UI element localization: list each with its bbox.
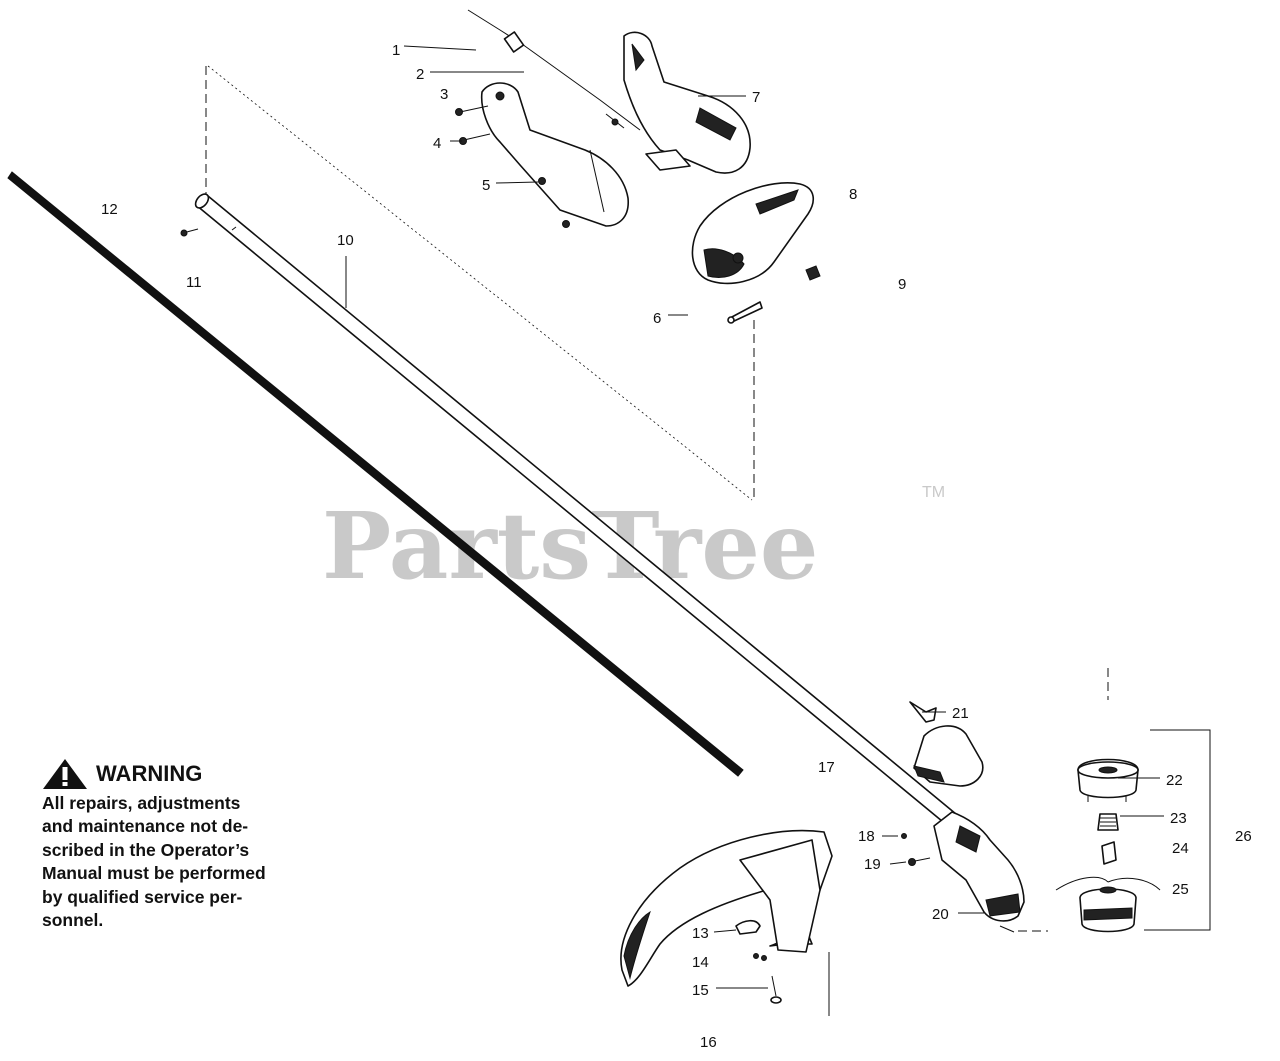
leader-lines	[345, 45, 1164, 989]
warning-heading: WARNING	[42, 758, 314, 790]
callout-11: 11	[186, 274, 202, 291]
warning-line: All repairs, adjustments	[42, 793, 241, 813]
wing-nut-handle	[805, 265, 821, 281]
callout-6: 6	[653, 310, 661, 327]
warning-line: by qualified service per-	[42, 886, 243, 907]
callout-15: 15	[692, 982, 709, 999]
callout-23: 23	[1170, 810, 1187, 827]
callout-12: 12	[101, 201, 118, 218]
callout-14: 14	[692, 954, 709, 971]
warning-body: All repairs, adjustments and maintenance…	[42, 792, 314, 932]
callout-21: 21	[952, 705, 969, 722]
callout-19: 19	[864, 856, 881, 873]
callout-7: 7	[752, 89, 760, 106]
callout-2: 2	[416, 66, 424, 83]
warning-line: and maintenance not de-	[42, 816, 249, 837]
warning-line: Manual must be performed	[42, 863, 266, 884]
callout-13: 13	[692, 925, 709, 942]
callout-16: 16	[700, 1034, 717, 1051]
warning-notice: WARNING All repairs, adjustments and mai…	[42, 758, 314, 932]
warning-triangle-icon	[43, 759, 87, 789]
callout-3: 3	[440, 86, 448, 103]
callout-4: 4	[433, 135, 441, 152]
shield-hardware	[735, 919, 782, 1004]
gear-head-screws	[901, 833, 931, 866]
gear-head	[933, 811, 1025, 933]
trimmer-head-spring	[1097, 813, 1119, 831]
trimmer-head-cap	[1077, 758, 1139, 802]
handle-knob-housing	[691, 182, 815, 285]
callout-20: 20	[932, 906, 949, 923]
callout-labels: 1 2 3 4 5 6 7 8 9 10 11 12 13 14 15 16 1…	[101, 42, 1252, 1051]
callout-8: 8	[849, 186, 857, 203]
main-tube	[194, 193, 957, 827]
warning-title: WARNING	[96, 761, 203, 786]
callout-9: 9	[898, 276, 906, 293]
tube-bolt	[180, 228, 199, 237]
callout-18: 18	[858, 828, 875, 845]
callout-26: 26	[1235, 828, 1252, 845]
callout-10: 10	[337, 232, 354, 249]
callout-22: 22	[1166, 772, 1183, 789]
assembly-bracket	[1144, 729, 1211, 931]
callout-1: 1	[392, 42, 400, 59]
trimmer-head-spool	[1055, 876, 1161, 933]
trimmer-shield	[620, 829, 833, 987]
handle-housing-left	[480, 82, 629, 227]
drive-shaft	[7, 171, 744, 777]
handle-bolt	[727, 301, 763, 324]
callout-24: 24	[1172, 840, 1189, 857]
callout-25: 25	[1172, 881, 1189, 898]
alignment-lines	[205, 65, 1109, 1016]
watermark-trademark: TM	[922, 484, 945, 501]
throttle-cable	[467, 9, 641, 131]
callout-17: 17	[818, 759, 835, 776]
handle-housing-right	[623, 31, 751, 174]
shield-bracket	[913, 725, 984, 787]
callout-5: 5	[482, 177, 490, 194]
trimmer-head-eyelet	[1101, 841, 1117, 865]
warning-line: scribed in the Operator’s	[42, 839, 250, 860]
warning-line: sonnel.	[42, 910, 104, 931]
